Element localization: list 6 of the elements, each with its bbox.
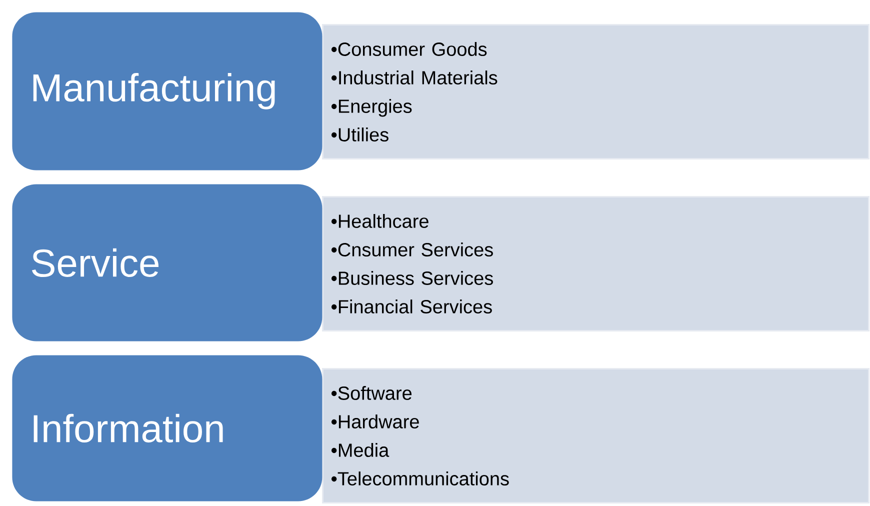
list-box: •Healthcare •Cnsumer Services •Business Services •Financial Services — [322, 196, 870, 332]
category-box: Information — [12, 355, 322, 502]
category-box: Service — [12, 184, 322, 342]
category-box: Manufacturing — [12, 12, 322, 170]
list-box: •Software •Hardware •Media •Telecommunications — [322, 368, 870, 504]
list-box: •Consumer Goods •Industrial Materials •Energies •Utilies — [322, 24, 870, 160]
